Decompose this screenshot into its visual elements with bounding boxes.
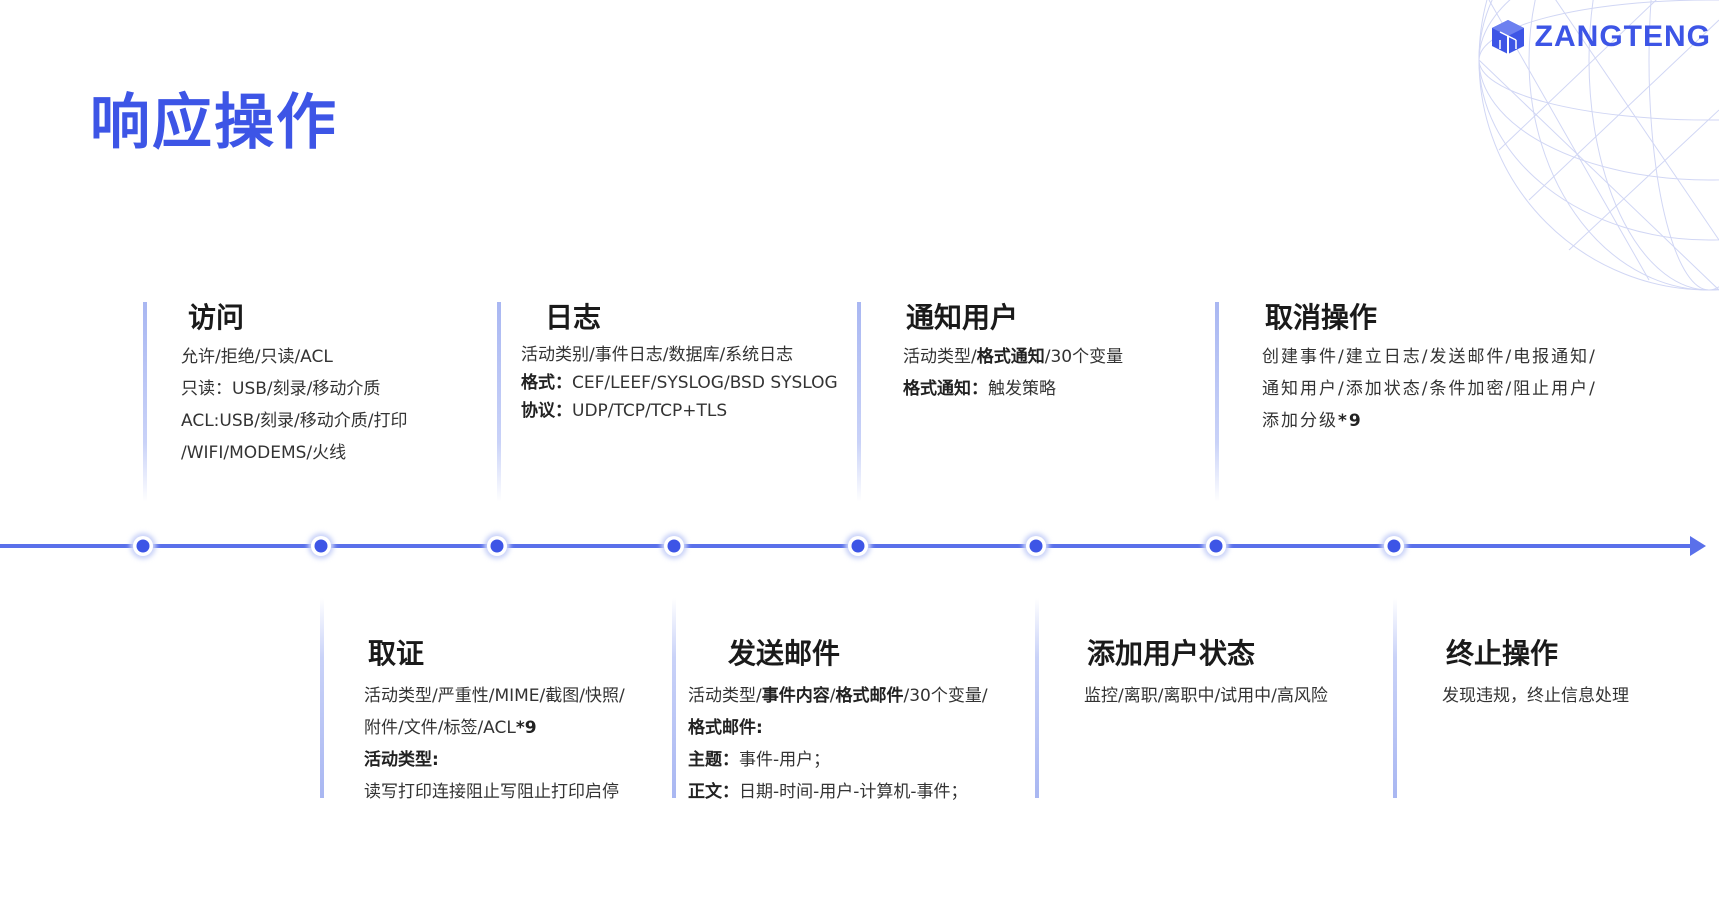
item-line-text: 日期-时间-用户-计算机-事件； — [739, 782, 968, 802]
item-body: 活动类型/格式通知/30个变量格式通知：触发策略 — [903, 341, 1123, 405]
item-line: 格式：CEF/LEEF/SYSLOG/BSD SYSLOG — [521, 369, 838, 397]
item-divider — [672, 598, 676, 798]
item-line-text: 监控/离职/离职中/试用中/高风险 — [1084, 686, 1328, 706]
timeline-node — [1203, 533, 1229, 559]
item-line-text: 活动类型/ — [903, 347, 977, 367]
item-line: /WIFI/MODEMS/火线 — [181, 437, 407, 469]
item-line-strong: 活动类型: — [364, 750, 439, 770]
item-line-text: 通知用户/添加状态/条件加密/阻止用户/ — [1262, 379, 1597, 399]
item-line: 监控/离职/离职中/试用中/高风险 — [1084, 680, 1328, 712]
item-line-text: 添加分级 — [1262, 411, 1338, 431]
item-body: 允许/拒绝/只读/ACL 只读：USB/刻录/移动介质 ACL:USB/刻录/移动介… — [181, 341, 407, 469]
item-line: 协议：UDP/TCP/TCP+TLS — [521, 397, 838, 425]
item-line-strong: 格式邮件 — [835, 686, 904, 706]
timeline-node — [484, 533, 510, 559]
item-divider — [1393, 598, 1397, 798]
item-title: 日志 — [545, 301, 602, 334]
item-divider — [1035, 598, 1039, 798]
item-line-text: CEF/LEEF/SYSLOG/BSD SYSLOG — [572, 373, 838, 393]
item-line: 格式邮件: — [688, 712, 988, 744]
item-line-text: UDP/TCP/TCP+TLS — [572, 401, 728, 421]
item-title: 取消操作 — [1265, 301, 1378, 334]
item-title: 发送邮件 — [728, 637, 841, 670]
item-divider — [857, 302, 861, 502]
item-line-text: 活动类型/ — [688, 686, 762, 706]
item-line-strong: 事件内容 — [761, 686, 830, 706]
item-line: 允许/拒绝/只读/ACL — [181, 341, 407, 373]
item-line-strong: 正文： — [688, 782, 739, 802]
item-body: 发现违规，终止信息处理 — [1442, 680, 1629, 712]
cube-logo-icon — [1491, 20, 1524, 54]
item-title: 通知用户 — [906, 301, 1019, 334]
item-line: 读写打印连接阻止写阻止打印启停 — [364, 776, 625, 808]
item-line-strong: *9 — [515, 718, 537, 738]
item-line-text: 发现违规，终止信息处理 — [1442, 686, 1629, 706]
item-divider — [1215, 302, 1219, 502]
item-line: 发现违规，终止信息处理 — [1442, 680, 1629, 712]
item-line-strong: *9 — [1338, 411, 1363, 431]
item-body: 监控/离职/离职中/试用中/高风险 — [1084, 680, 1328, 712]
brand-logo: ZANGTENG — [1489, 18, 1711, 56]
item-body: 活动类别/事件日志/数据库/系统日志格式：CEF/LEEF/SYSLOG/BSD… — [521, 341, 838, 425]
item-divider — [497, 302, 501, 502]
item-line-text: /WIFI/MODEMS/火线 — [181, 443, 347, 463]
brand-name: ZANGTENG — [1534, 20, 1711, 53]
item-line: 主题：事件-用户； — [688, 744, 988, 776]
item-divider — [143, 302, 147, 502]
item-title: 终止操作 — [1446, 637, 1559, 670]
item-line-text: 读写打印连接阻止写阻止打印启停 — [364, 782, 619, 802]
item-line-strong: 主题： — [688, 750, 739, 770]
item-line-text: /30个变量/ — [903, 686, 988, 706]
item-divider — [320, 598, 324, 798]
item-line-strong: 格式邮件: — [688, 718, 763, 738]
timeline-node — [661, 533, 687, 559]
item-line-strong: 格式： — [521, 373, 572, 393]
item-body: 活动类型/严重性/MIME/截图/快照/附件/文件/标签/ACL*9 活动类型: 读… — [364, 680, 625, 808]
item-title: 添加用户状态 — [1087, 637, 1256, 670]
item-line: ACL:USB/刻录/移动介质/打印 — [181, 405, 407, 437]
item-line-text: 事件-用户； — [739, 750, 831, 770]
item-line: 添加分级*9 — [1262, 405, 1597, 437]
item-line: 活动类型/严重性/MIME/截图/快照/ — [364, 680, 625, 712]
item-body: 活动类型/事件内容/格式邮件/30个变量/格式邮件:主题：事件-用户；正文：日期… — [688, 680, 988, 808]
item-line-text: / — [829, 686, 836, 706]
item-line-text: 允许/拒绝/只读/ACL — [181, 347, 333, 367]
item-title: 访问 — [188, 301, 245, 334]
timeline-node — [308, 533, 334, 559]
item-line-text: 活动类别/事件日志/数据库/系统日志 — [521, 345, 794, 365]
timeline-nodes — [130, 533, 1407, 559]
item-line: 附件/文件/标签/ACL*9 — [364, 712, 625, 744]
item-line-text: 只读：USB/刻录/移动介质 — [181, 379, 381, 399]
timeline-arrow-icon — [1690, 536, 1706, 556]
timeline-node — [1023, 533, 1049, 559]
item-line-strong: 格式通知 — [976, 347, 1045, 367]
item-body: 创建事件/建立日志/发送邮件/电报通知/通知用户/添加状态/条件加密/阻止用户/… — [1262, 341, 1597, 437]
item-line-text: 活动类型/严重性/MIME/截图/快照/ — [364, 686, 625, 706]
item-line: 活动类型: — [364, 744, 625, 776]
item-line-text: ACL:USB/刻录/移动介质/打印 — [181, 411, 408, 431]
item-line: 活动类别/事件日志/数据库/系统日志 — [521, 341, 838, 369]
item-title: 取证 — [368, 637, 425, 670]
item-line-text: 创建事件/建立日志/发送邮件/电报通知/ — [1262, 347, 1597, 367]
item-line: 活动类型/格式通知/30个变量 — [903, 341, 1123, 373]
timeline-node — [130, 533, 156, 559]
item-line-text: 触发策略 — [988, 379, 1056, 399]
item-line-text: 附件/文件/标签/ACL — [364, 718, 516, 738]
item-line: 只读：USB/刻录/移动介质 — [181, 373, 407, 405]
item-line: 创建事件/建立日志/发送邮件/电报通知/ — [1262, 341, 1597, 373]
timeline-node — [1381, 533, 1407, 559]
item-line-strong: 协议： — [521, 401, 572, 421]
item-line: 通知用户/添加状态/条件加密/阻止用户/ — [1262, 373, 1597, 405]
item-line-strong: 格式通知： — [903, 379, 988, 399]
page-title: 响应操作 — [90, 88, 338, 158]
item-line-text: /30个变量 — [1044, 347, 1124, 367]
item-line: 格式通知：触发策略 — [903, 373, 1123, 405]
item-line: 活动类型/事件内容/格式邮件/30个变量/ — [688, 680, 988, 712]
timeline-node — [845, 533, 871, 559]
item-line: 正文：日期-时间-用户-计算机-事件； — [688, 776, 988, 808]
